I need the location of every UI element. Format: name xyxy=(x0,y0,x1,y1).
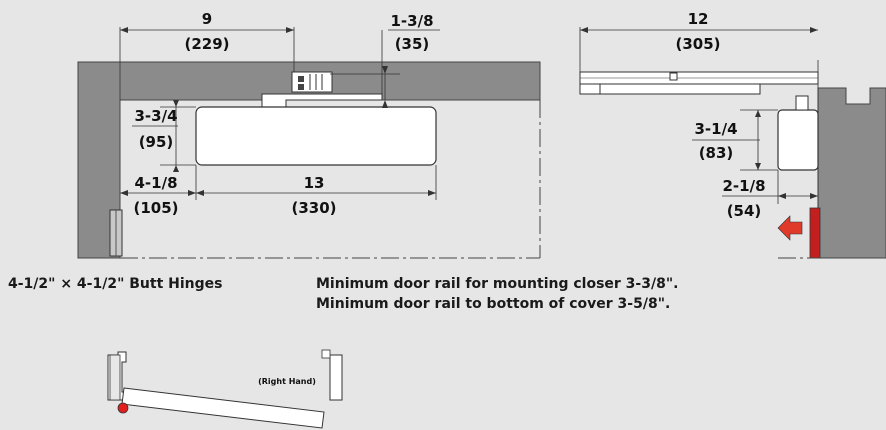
dim-2-1-8-label: 2-1/8 xyxy=(722,177,765,195)
dim-13-label: 13 xyxy=(304,174,325,192)
hinge-note: 4-1/2" × 4-1/2" Butt Hinges xyxy=(8,276,223,292)
dim-3-1-4-label: 3-1/4 xyxy=(694,120,737,138)
dim-2-1-8-mm-label: (54) xyxy=(727,202,762,220)
right-jamb xyxy=(329,354,343,401)
dim-3-1-4-mm-label: (83) xyxy=(699,144,734,162)
hinge-pivot xyxy=(117,402,129,414)
dim-12-label: 12 xyxy=(688,10,709,28)
closer-arm xyxy=(261,93,383,109)
front-view: 9 (229) 1-3/8 (35) 3-3/4 (95) 4-1/8 (105… xyxy=(77,10,541,259)
dim-4-1-8-label: 4-1/8 xyxy=(134,174,177,192)
dim-1-3-8-mm-label: (35) xyxy=(395,35,430,53)
rail-note-line2: Minimum door rail to bottom of cover 3-5… xyxy=(316,296,671,312)
push-direction-arrow xyxy=(777,215,803,241)
plan-view: (Right Hand) xyxy=(107,349,343,429)
dim-1-3-8-label: 1-3/8 xyxy=(390,12,433,30)
dim-3-3-4-label: 3-3/4 xyxy=(134,107,177,125)
side-closer-body xyxy=(777,109,819,171)
dim-3-3-4-mm-label: (95) xyxy=(139,133,174,151)
plan-door-leaf xyxy=(121,387,325,429)
rail-note-line1: Minimum door rail for mounting closer 3-… xyxy=(316,276,679,292)
side-frame xyxy=(817,87,886,259)
dim-12-mm-label: (305) xyxy=(675,35,720,53)
dim-13-mm-label: (330) xyxy=(291,199,336,217)
closer-body xyxy=(195,106,437,166)
hand-label: (Right Hand) xyxy=(258,377,316,386)
side-view: 12 (305) 3-1/4 (83) 2-1/8 (54) xyxy=(579,10,886,259)
dim-4-1-8-mm-label: (105) xyxy=(133,199,178,217)
dim-9-label: 9 xyxy=(202,10,212,28)
door-edge xyxy=(809,207,821,259)
dim-9-mm-label: (229) xyxy=(184,35,229,53)
